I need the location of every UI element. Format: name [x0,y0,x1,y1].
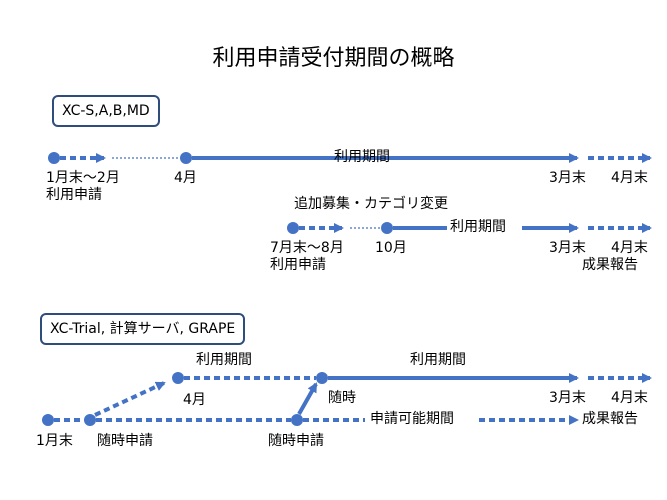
g2-open-dot [316,372,328,384]
g2-apply2-label: 随時申請 [268,433,324,449]
g1-add-report-sub: 成果報告 [582,257,638,273]
g2-report-label: 4月末 [611,390,648,406]
g1-period-label: 利用期間 [334,149,390,165]
g1-add-heading: 追加募集・カテゴリ変更 [294,196,448,212]
g2-end-label: 3月末 [549,390,586,406]
g2-start-dot [42,414,54,426]
g1-report-label: 4月末 [611,170,648,186]
g2-upper-period-label: 利用期間 [196,352,252,368]
g1-add-open-dot [381,222,393,234]
g2-upper-open-label: 4月 [183,392,206,408]
group1-box: XC-S,A,B,MD [52,95,160,127]
group2-box: XC-Trial, 計算サーバ, GRAPE [40,313,246,345]
g1-add-start-sub: 利用申請 [270,257,326,273]
g2-report-sub: 成果報告 [582,411,638,427]
g1-open-label: 4月 [174,170,197,186]
g2-apply-dot [84,414,96,426]
g2-start-label: 1月末 [36,433,73,449]
g2-apply1-label: 随時申請 [97,433,153,449]
g2-apply-period-label: 申請可能期間 [370,411,454,427]
g2-open-label: 随時 [328,390,356,406]
g2-upper-open-dot [172,372,184,384]
g1-add-report-label: 4月末 [611,240,648,256]
g1-add-end-label: 3月末 [549,240,586,256]
g1-start-dot [48,152,60,164]
g2-rising-arrow [297,382,318,415]
g1-add-period-label: 利用期間 [450,219,506,235]
g2-period-label: 利用期間 [410,352,466,368]
g1-end-label: 3月末 [549,170,586,186]
g1-add-open-label: 10月 [375,240,407,256]
g2-apply2-dot [291,414,303,426]
g1-open-dot [180,152,192,164]
page-title: 利用申請受付期間の概略 [212,46,455,71]
g1-start-sub: 利用申請 [46,187,102,203]
g2-diagonal-dashed-arrow [94,381,166,417]
g1-add-start-dot [287,222,299,234]
g1-add-start-date: 7月末～8月 [270,240,344,256]
g1-start-date: 1月末～2月 [46,170,120,186]
